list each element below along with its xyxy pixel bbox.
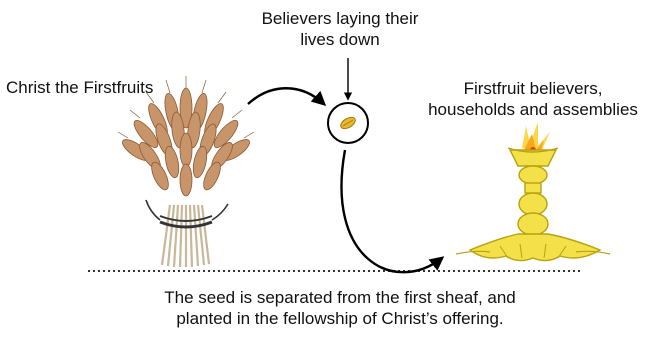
flame-icon xyxy=(522,122,550,154)
seed-icon xyxy=(328,103,368,143)
lampstand-icon xyxy=(456,122,610,261)
wheat-sheaf-icon xyxy=(118,76,254,267)
sheaf-to-seed-arrow xyxy=(248,88,324,104)
seed-to-lamp-arrow xyxy=(341,150,442,272)
